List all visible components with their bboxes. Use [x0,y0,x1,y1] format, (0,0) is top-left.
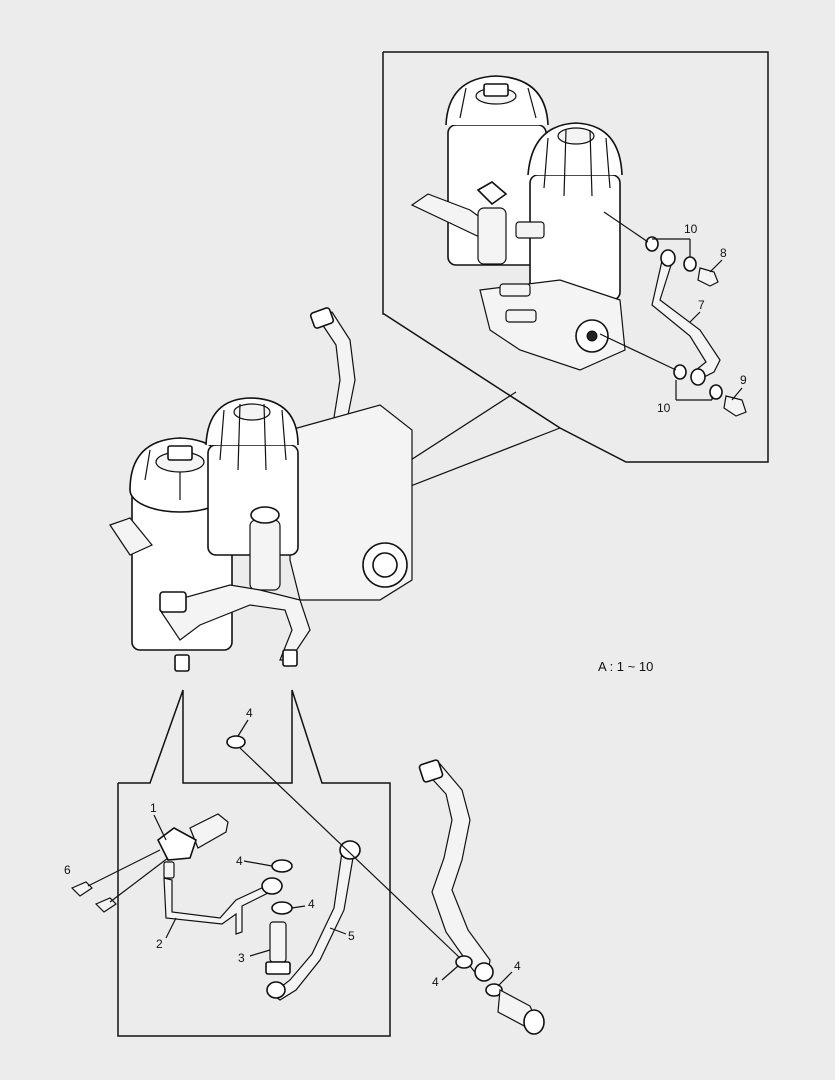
free-parts [226,735,545,1035]
callout-4-free-top: 4 [246,706,253,720]
callout-7: 7 [698,298,705,312]
callout-4-box-upper: 4 [236,854,243,868]
upper-detail-frame [382,51,769,463]
callout-9: 9 [740,373,747,387]
callout-10-lower: 10 [657,401,671,415]
callout-3: 3 [238,951,245,965]
scale-note: A : 1 ~ 10 [598,659,653,674]
callout-4-box-lower: 4 [308,897,315,911]
callout-10-upper: 10 [684,222,698,236]
inset-filter-assembly [410,75,747,417]
callout-1: 1 [150,801,157,815]
callout-4-free-right: 4 [514,959,521,973]
callout-4-free-left: 4 [432,975,439,989]
lower-box-parts [70,813,361,1001]
callout-5: 5 [348,929,355,943]
callout-8: 8 [720,246,727,260]
main-filter-assembly [109,307,413,672]
lower-detail-frame [117,689,391,1037]
callout-6: 6 [64,863,71,877]
callout-2: 2 [156,937,163,951]
